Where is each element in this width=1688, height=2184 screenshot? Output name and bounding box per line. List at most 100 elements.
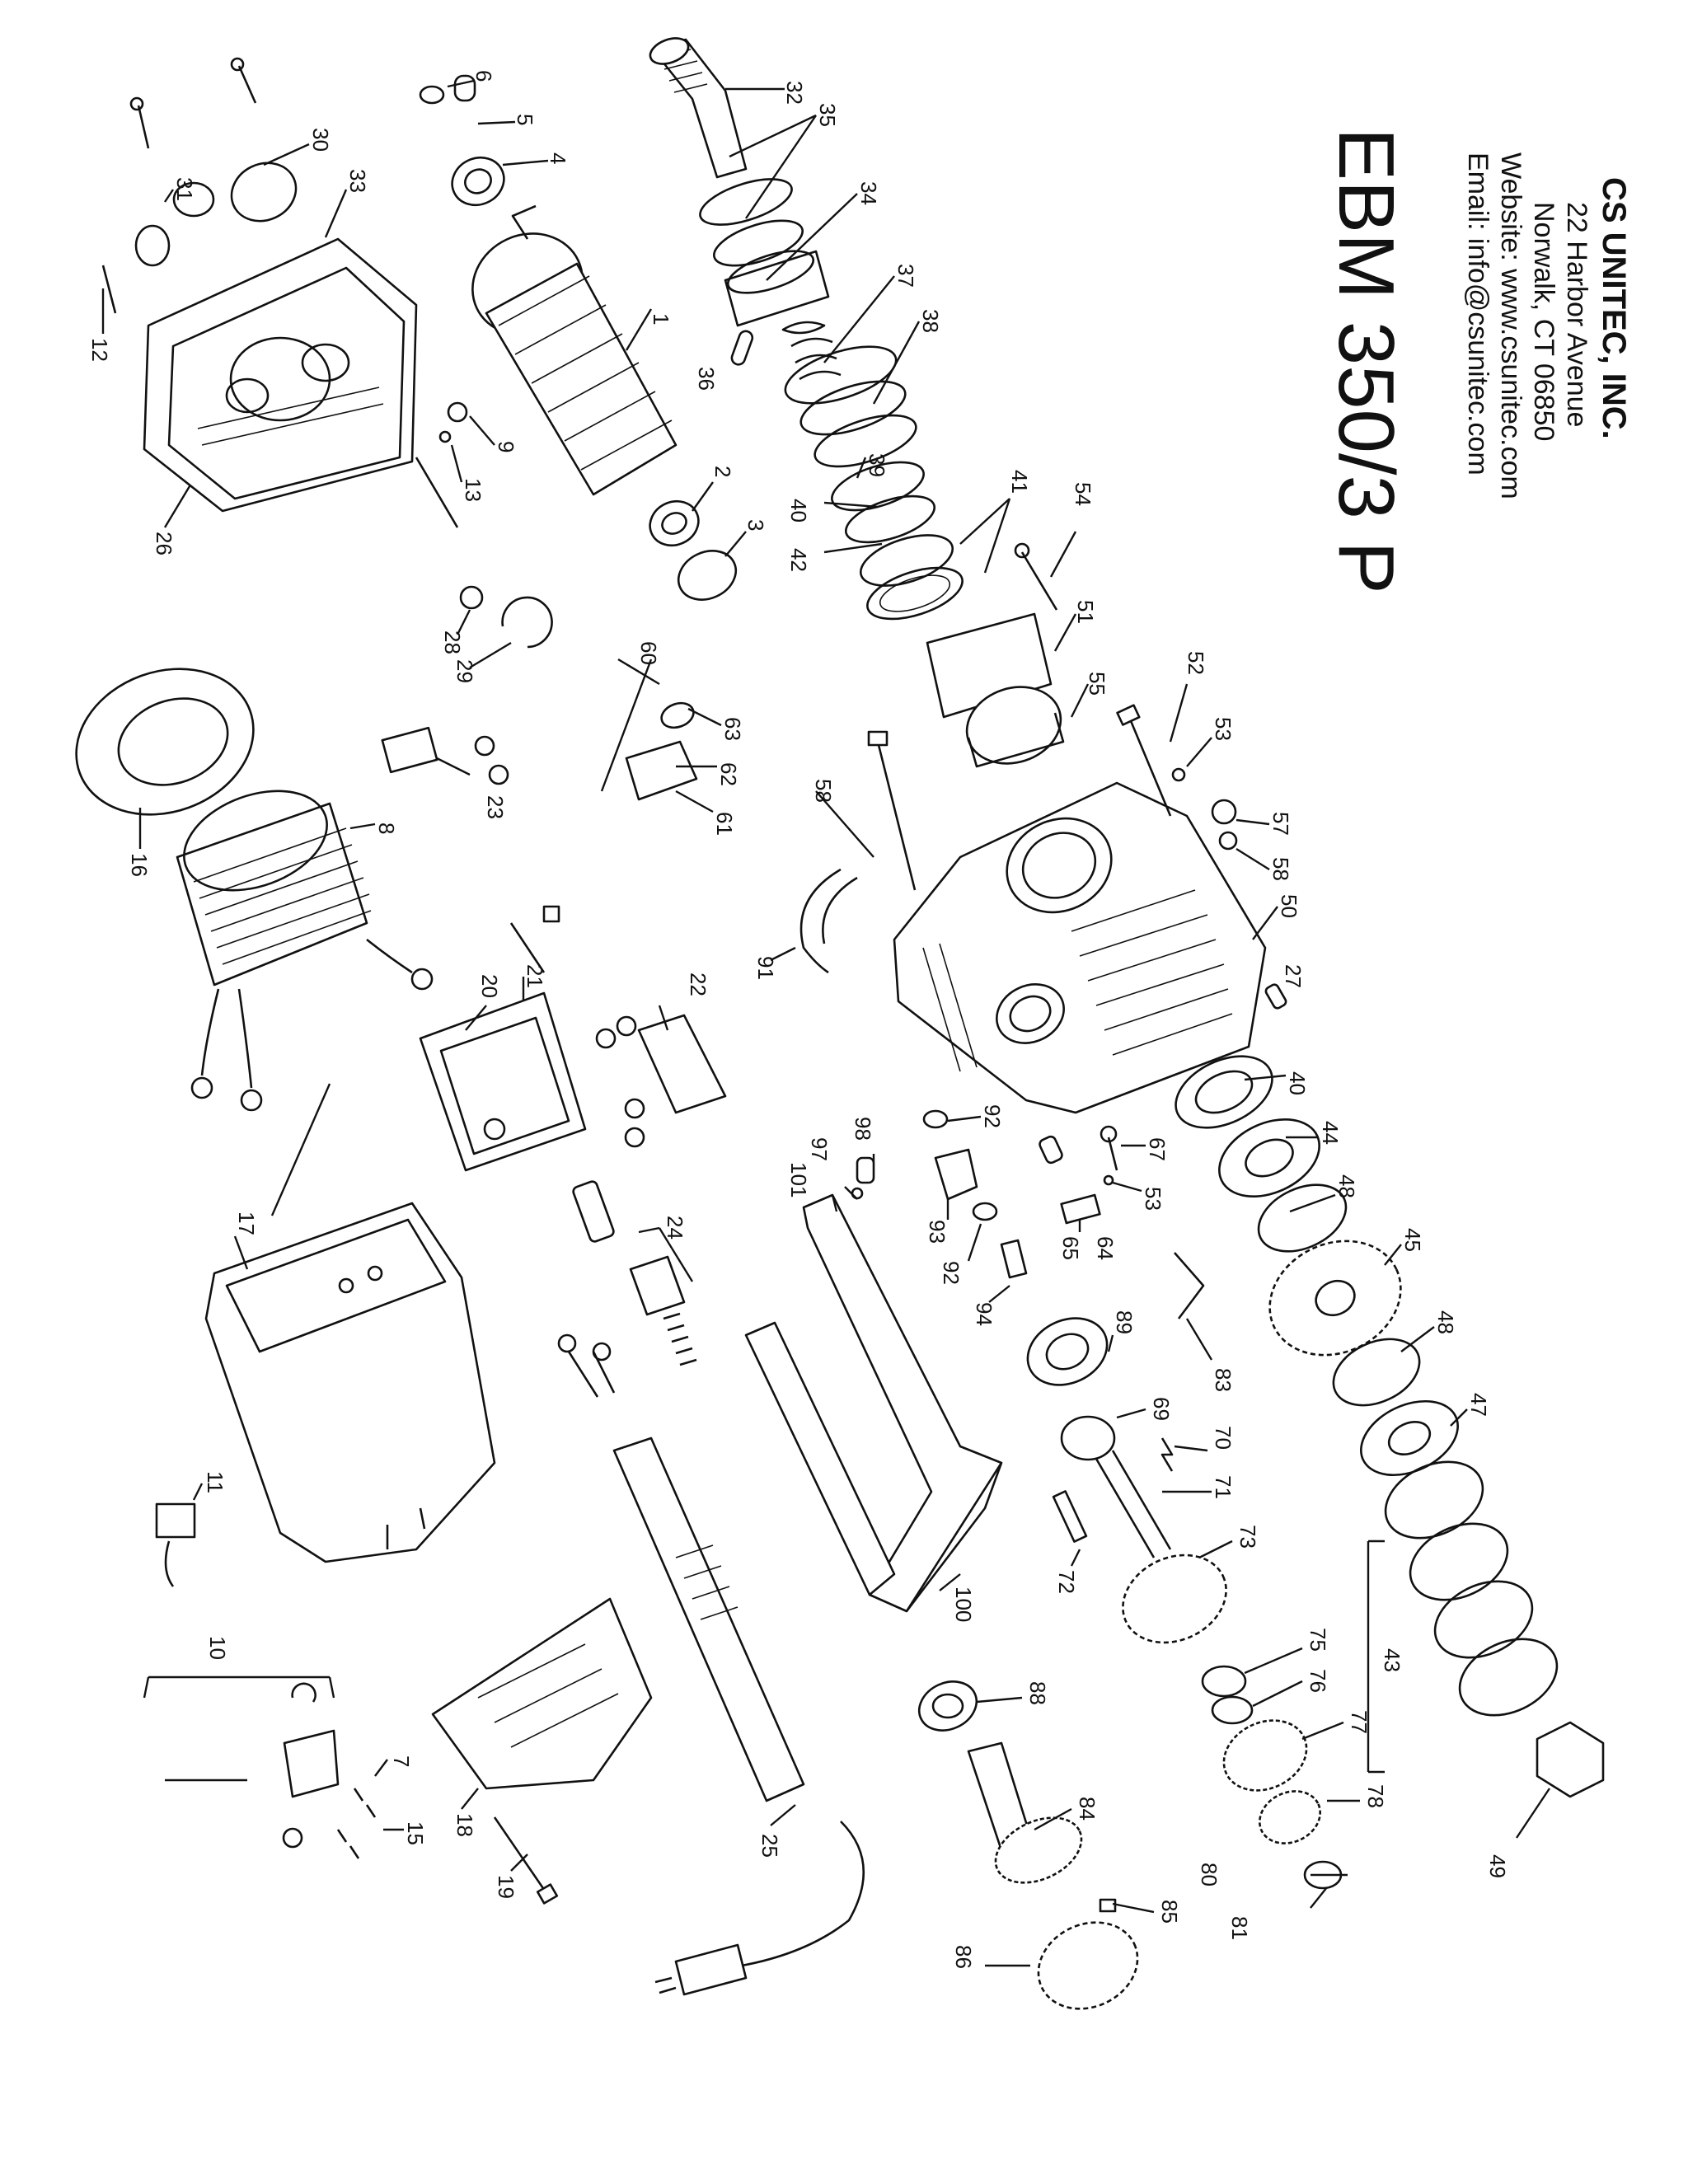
label-32: 32 <box>782 81 807 105</box>
label-73: 73 <box>1236 1525 1260 1549</box>
label-93: 93 <box>925 1220 950 1244</box>
label-49: 49 <box>1485 1854 1510 1878</box>
label-84: 84 <box>1075 1797 1100 1821</box>
label-48: 48 <box>1334 1174 1359 1198</box>
label-92b: 92 <box>939 1261 964 1285</box>
label-45: 45 <box>1400 1228 1425 1252</box>
label-29: 29 <box>452 659 477 683</box>
label-38: 38 <box>918 309 943 333</box>
label-83: 83 <box>1211 1368 1236 1392</box>
model-title: EBM 350/3 P <box>1322 128 1410 594</box>
label-61: 61 <box>712 812 737 836</box>
lower-gears <box>917 1665 1343 2010</box>
cord-assembly <box>557 1180 865 1996</box>
address-line-2: Norwalk, CT 06850 <box>1528 202 1559 442</box>
label-37: 37 <box>893 264 918 288</box>
spindle-assembly <box>649 37 1065 768</box>
label-6: 6 <box>471 70 496 82</box>
part-number-labels: 32 35 34 37 38 36 39 40 42 41 54 51 55 5… <box>87 70 1510 1969</box>
label-55: 55 <box>1085 672 1109 696</box>
label-67: 67 <box>1145 1137 1170 1161</box>
brush-holder <box>381 701 858 974</box>
label-20: 20 <box>477 974 502 998</box>
label-36: 36 <box>694 367 719 391</box>
label-53: 53 <box>1211 717 1236 741</box>
label-30: 30 <box>308 128 333 152</box>
label-85: 85 <box>1157 1900 1182 1924</box>
label-70: 70 <box>1211 1426 1236 1450</box>
label-15: 15 <box>403 1821 428 1845</box>
side-handle <box>744 1193 1003 1613</box>
label-58b: 58 <box>811 779 836 803</box>
label-57: 57 <box>1268 812 1293 836</box>
label-60: 60 <box>636 641 661 665</box>
label-22: 22 <box>686 972 710 996</box>
label-78: 78 <box>1363 1784 1388 1808</box>
label-28: 28 <box>440 630 465 654</box>
label-8: 8 <box>374 823 399 834</box>
label-71: 71 <box>1211 1475 1236 1499</box>
label-47: 47 <box>1466 1393 1491 1417</box>
label-80: 80 <box>1197 1863 1221 1886</box>
label-35: 35 <box>815 103 840 127</box>
label-40: 40 <box>786 499 811 523</box>
label-42: 42 <box>786 548 811 572</box>
label-62: 62 <box>716 762 741 786</box>
label-12: 12 <box>87 338 112 362</box>
label-58: 58 <box>1268 857 1293 881</box>
label-21: 21 <box>523 964 547 988</box>
label-16: 16 <box>127 853 152 877</box>
label-94: 94 <box>972 1302 996 1326</box>
label-23: 23 <box>483 795 508 819</box>
company-name: CS UNITEC, INC. <box>1596 177 1632 439</box>
motor-housing <box>204 1202 496 1563</box>
end-cap-assembly <box>101 57 553 649</box>
label-86: 86 <box>951 1945 976 1969</box>
gear-stack <box>851 1055 1605 1798</box>
label-7: 7 <box>389 1755 414 1767</box>
label-75: 75 <box>1306 1628 1330 1652</box>
label-11: 11 <box>203 1471 227 1493</box>
label-33: 33 <box>345 169 370 193</box>
label-48b: 48 <box>1433 1310 1458 1334</box>
gear-housing <box>867 704 1287 1114</box>
label-69: 69 <box>1149 1397 1174 1421</box>
website-link[interactable]: Website: www.csunitec.com <box>1495 152 1526 499</box>
label-91: 91 <box>753 956 778 980</box>
email-link[interactable]: Email: info@csunitec.com <box>1462 152 1493 476</box>
leader-lines <box>101 79 1550 1967</box>
label-13: 13 <box>461 478 485 502</box>
label-31: 31 <box>172 177 197 201</box>
armature-assembly <box>419 74 738 601</box>
label-88: 88 <box>1025 1681 1050 1705</box>
label-97: 97 <box>807 1137 832 1161</box>
label-50: 50 <box>1277 894 1301 918</box>
label-3: 3 <box>743 519 768 531</box>
label-101: 101 <box>786 1162 811 1197</box>
label-24: 24 <box>663 1216 687 1240</box>
label-34: 34 <box>856 181 881 205</box>
brush-parts <box>155 1502 653 1905</box>
label-81: 81 <box>1227 1916 1252 1940</box>
label-19: 19 <box>494 1875 518 1899</box>
label-72: 72 <box>1054 1570 1079 1594</box>
label-40b: 40 <box>1285 1071 1310 1095</box>
label-100: 100 <box>951 1586 976 1622</box>
label-65: 65 <box>1058 1236 1083 1260</box>
label-4: 4 <box>546 152 570 164</box>
label-10: 10 <box>205 1636 230 1660</box>
label-52: 52 <box>1184 651 1208 675</box>
label-1: 1 <box>649 313 673 325</box>
label-2: 2 <box>710 466 735 477</box>
label-64: 64 <box>1093 1236 1118 1260</box>
label-41: 41 <box>1007 470 1032 494</box>
label-18: 18 <box>452 1813 477 1837</box>
label-39: 39 <box>865 453 889 477</box>
address-line-1: 22 Harbor Avenue <box>1561 202 1592 428</box>
label-27: 27 <box>1281 964 1306 988</box>
label-54: 54 <box>1071 482 1095 506</box>
label-51: 51 <box>1073 600 1098 624</box>
label-53b: 53 <box>1141 1187 1165 1211</box>
